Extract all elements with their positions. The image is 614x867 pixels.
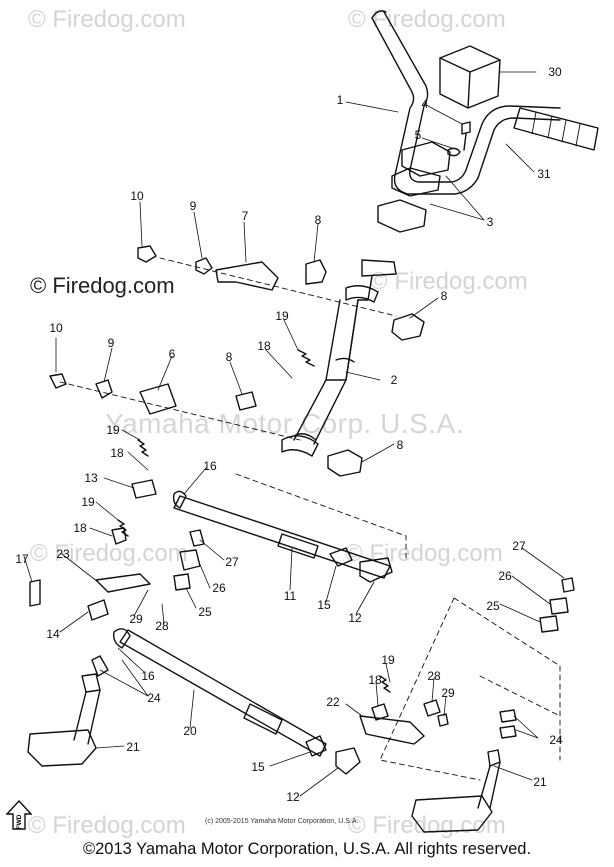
tie-rod-lower <box>119 629 327 757</box>
part-label: 15 <box>251 760 265 774</box>
part-label: 30 <box>548 65 562 79</box>
part-label: 27 <box>225 555 239 569</box>
grip-right <box>513 107 599 151</box>
part-label: 26 <box>212 581 226 595</box>
part-label: 16 <box>141 669 155 683</box>
part-label: 9 <box>107 336 115 350</box>
knuckle-arm <box>359 715 425 745</box>
relay-rod <box>95 573 151 593</box>
part-label: 1 <box>336 93 344 107</box>
part-label: 25 <box>198 605 212 619</box>
part-label: 28 <box>155 619 169 633</box>
part-label: 18 <box>110 446 124 460</box>
part-label: 3 <box>486 215 494 229</box>
watermark-center: Yamaha Motor Corp. U.S.A. <box>105 408 464 439</box>
part-label: 2 <box>390 373 398 387</box>
part-label: 24 <box>147 691 161 705</box>
part-label: 8 <box>225 350 233 364</box>
part-label: 8 <box>440 289 448 303</box>
part-label: 26 <box>498 569 512 583</box>
part-label: 25 <box>486 599 500 613</box>
handlebar-pad <box>439 45 501 109</box>
tie-rod <box>173 495 391 579</box>
part-label: 5 <box>414 128 422 142</box>
part-label: 18 <box>368 673 382 687</box>
watermark: © Firedog.com <box>348 812 506 839</box>
part-label: 23 <box>56 547 70 561</box>
part-label: 29 <box>129 612 143 626</box>
part-label: 8 <box>314 213 322 227</box>
watermark: © Firedog.com <box>28 812 186 839</box>
part-label: 16 <box>203 459 217 473</box>
fwd-label: FWD <box>16 814 23 829</box>
part-label: 9 <box>189 199 197 213</box>
part-label: 18 <box>73 521 87 535</box>
part-label: 19 <box>106 423 120 437</box>
part-label: 24 <box>549 733 563 747</box>
part-label: 13 <box>84 471 98 485</box>
part-label: 6 <box>168 347 176 361</box>
spindle-right <box>487 749 501 767</box>
part-label: 19 <box>81 495 95 509</box>
spindle-left <box>81 673 101 693</box>
part-label: 4 <box>421 97 429 111</box>
steering-column <box>361 259 397 277</box>
watermark: © Firedog.com <box>28 6 186 33</box>
bracket <box>215 261 279 291</box>
forward-arrow-icon: FWD <box>6 800 32 830</box>
part-label: 21 <box>126 740 140 754</box>
handlebar <box>371 17 561 195</box>
part-label: 12 <box>286 790 300 804</box>
part-label: 28 <box>427 669 441 683</box>
part-label: 10 <box>130 189 144 203</box>
part-label: 12 <box>348 611 362 625</box>
part-label: 18 <box>257 339 271 353</box>
part-label: 15 <box>317 598 331 612</box>
part-label: 8 <box>396 438 404 452</box>
part-label: 19 <box>275 309 289 323</box>
part-label: 20 <box>183 724 197 738</box>
footer-copyright: ©2013 Yamaha Motor Corporation, U.S.A. A… <box>82 840 532 858</box>
part-label: 21 <box>533 775 547 789</box>
bracket-lower <box>139 383 177 415</box>
part-label: 31 <box>537 167 551 181</box>
watermark: © Firedog.com <box>348 6 506 33</box>
part-label: 27 <box>512 539 526 553</box>
clamp-lower <box>377 199 427 233</box>
part-label: 14 <box>46 627 60 641</box>
part-label: 11 <box>283 589 297 603</box>
watermark: © Firedog.com <box>345 540 503 567</box>
small-copyright: (c) 2005-2015 Yamaha Motor Corporation, … <box>205 818 359 825</box>
part-label: 10 <box>49 321 63 335</box>
part-label: 19 <box>381 653 395 667</box>
handlebar-clamp <box>401 141 451 177</box>
watermark: © Firedog.com <box>30 540 188 567</box>
watermark: © Firedog.com <box>30 273 175 298</box>
part-label: 17 <box>15 552 29 566</box>
collar <box>345 285 379 303</box>
part-label: 29 <box>441 686 455 700</box>
part-label: 7 <box>241 209 249 223</box>
part-label: 22 <box>326 695 340 709</box>
